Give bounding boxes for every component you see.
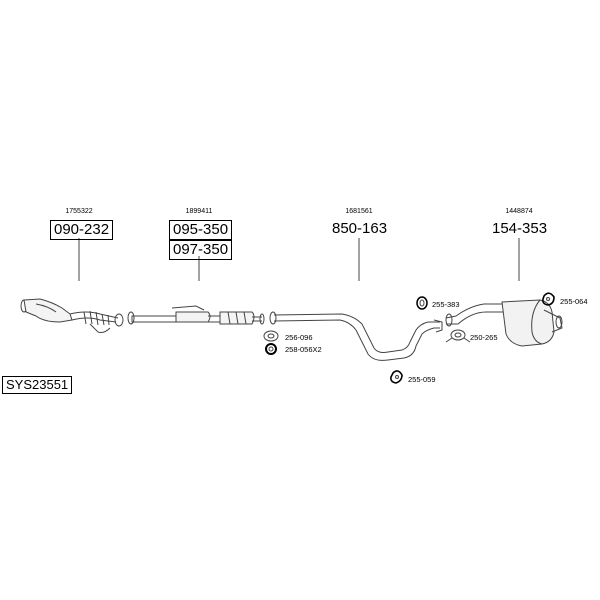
part-number-154-353[interactable]: 154-353 (492, 220, 548, 237)
part-number-095-350[interactable]: 095-350 (169, 220, 233, 240)
catalytic-converter-part[interactable] (20, 298, 124, 333)
gasket-icon[interactable] (263, 330, 279, 342)
rubber-hanger-icon-255-059[interactable] (390, 370, 403, 384)
oe-number: 1755322 (65, 208, 93, 215)
rubber-hanger-icon-255-383[interactable] (416, 296, 428, 310)
oe-number: 1681561 (345, 208, 373, 215)
part-number-850-163[interactable]: 850-163 (332, 220, 388, 237)
nut-icon[interactable] (265, 343, 277, 355)
rear-silencer-part[interactable] (445, 299, 563, 347)
accessory-label-255-059[interactable]: 255-059 (408, 375, 436, 384)
middle-silencer-part[interactable] (127, 305, 265, 325)
part-number-090-232[interactable]: 090-232 (50, 220, 114, 240)
oe-number: 1899411 (185, 208, 213, 215)
system-code-label: SYS23551 (2, 376, 73, 394)
clamp-icon[interactable] (445, 329, 471, 343)
oe-number: 1448874 (505, 208, 533, 215)
accessory-label-258-056x2[interactable]: 258-056X2 (285, 345, 322, 354)
accessory-label-255-064[interactable]: 255-064 (560, 297, 588, 306)
part-number-097-350[interactable]: 097-350 (169, 240, 233, 260)
accessory-label-250-265[interactable]: 250-265 (470, 333, 498, 342)
rubber-hanger-icon-255-064[interactable] (542, 292, 555, 306)
intermediate-pipe-part[interactable] (269, 311, 443, 361)
accessory-label-256-096[interactable]: 256-096 (285, 333, 313, 342)
accessory-label-255-383[interactable]: 255-383 (432, 300, 460, 309)
